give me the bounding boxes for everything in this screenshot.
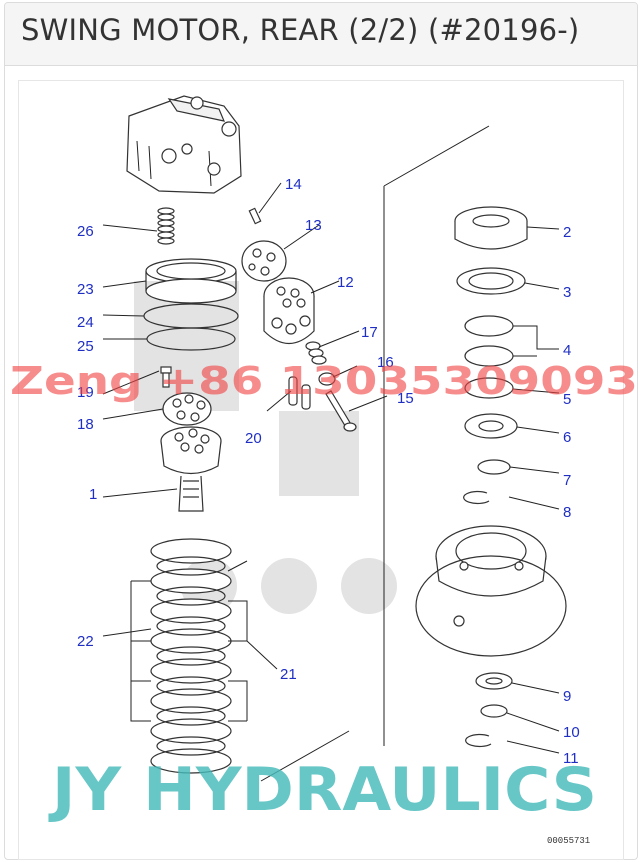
callout-4: 4 — [563, 342, 571, 359]
bolt-19 — [160, 366, 172, 388]
shaft-1 — [160, 426, 222, 512]
bearing-2 — [454, 206, 528, 250]
callout-6: 6 — [563, 429, 571, 446]
exploded-parts-diagram: 1 2 3 4 5 6 7 8 9 10 11 12 13 14 15 16 1… — [18, 80, 624, 860]
brake-piston-23 — [145, 258, 237, 304]
o-ring-5 — [464, 377, 514, 399]
callout-9: 9 — [563, 688, 571, 705]
panel-heading: SWING MOTOR, REAR (2/2) (#20196-) — [5, 3, 637, 66]
ring-16 — [318, 372, 336, 386]
callout-10: 10 — [563, 724, 580, 741]
motor-housing — [415, 525, 567, 657]
callout-1: 1 — [89, 486, 97, 503]
leader-lines — [102, 182, 560, 754]
separator-plates-22 — [156, 556, 226, 756]
background-logo — [134, 281, 397, 614]
divider-lines — [260, 125, 490, 782]
snap-ring-11 — [465, 733, 492, 748]
valve-block-housing — [126, 95, 242, 194]
callout-labels: 1 2 3 4 5 6 7 8 9 10 11 12 13 14 15 16 1… — [77, 176, 580, 767]
parts-panel: SWING MOTOR, REAR (2/2) (#20196-) — [4, 2, 638, 860]
retainer-plate-18 — [162, 392, 212, 426]
callout-18: 18 — [77, 416, 94, 433]
seal-3 — [456, 267, 526, 295]
callout-3: 3 — [563, 284, 571, 301]
snap-ring-8 — [463, 490, 490, 505]
page-title: SWING MOTOR, REAR (2/2) (#20196-) — [21, 13, 580, 47]
callout-26: 26 — [77, 223, 94, 240]
bearing-6 — [464, 413, 518, 439]
callout-22: 22 — [77, 633, 94, 650]
callout-19: 19 — [77, 384, 94, 401]
callout-11: 11 — [563, 750, 579, 767]
drawing-code: 00055731 — [547, 836, 590, 846]
callout-20: 20 — [245, 430, 262, 447]
ring-7 — [477, 459, 511, 475]
diagram-canvas: 1 2 3 4 5 6 7 8 9 10 11 12 13 14 15 16 1… — [77, 95, 590, 846]
callout-17: 17 — [361, 324, 378, 341]
ring-10 — [480, 704, 508, 718]
callout-23: 23 — [77, 281, 94, 298]
pin-15 — [325, 390, 357, 432]
callout-16: 16 — [377, 354, 394, 371]
spring-26 — [157, 207, 175, 245]
pin-14 — [248, 207, 262, 225]
callout-21: 21 — [280, 666, 297, 683]
callout-2: 2 — [563, 224, 571, 241]
callout-7: 7 — [563, 472, 571, 489]
ring-4-b — [464, 345, 514, 367]
callout-8: 8 — [563, 504, 571, 521]
callout-13: 13 — [305, 217, 322, 234]
pin-20 — [288, 376, 311, 410]
cylinder-block-12 — [263, 277, 315, 345]
friction-plates-21 — [150, 538, 232, 774]
valve-plate-13 — [241, 240, 287, 282]
callout-25: 25 — [77, 338, 94, 355]
callout-5: 5 — [563, 391, 571, 408]
spring-17 — [305, 341, 327, 365]
callout-15: 15 — [397, 390, 414, 407]
callout-14: 14 — [285, 176, 302, 193]
callout-12: 12 — [337, 274, 354, 291]
ring-4-a — [464, 315, 514, 337]
bearing-9 — [475, 672, 513, 690]
callout-24: 24 — [77, 314, 94, 331]
